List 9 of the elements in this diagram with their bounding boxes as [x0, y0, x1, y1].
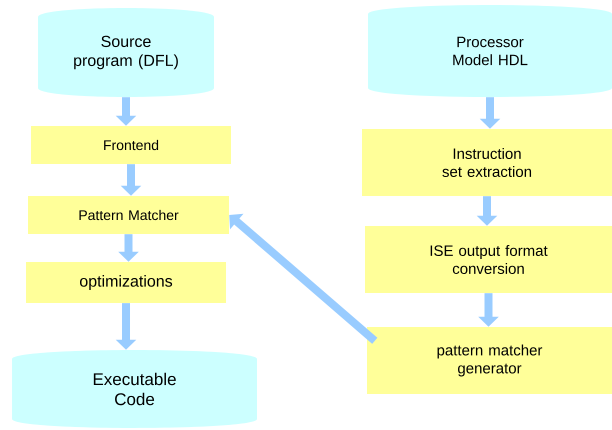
- process-box: optimizations: [26, 262, 226, 303]
- process-box: Instruction set extraction: [362, 129, 612, 196]
- cylinder-node: Source program (DFL): [38, 8, 214, 97]
- process-box: ISE output format conversion: [365, 226, 612, 293]
- cylinder-node: Executable Code: [12, 350, 257, 428]
- process-box: Frontend: [31, 126, 231, 164]
- process-box: Pattern Matcher: [28, 196, 229, 234]
- process-box: pattern matcher generator: [367, 326, 612, 394]
- cylinder-node: Processor Model HDL: [368, 5, 612, 97]
